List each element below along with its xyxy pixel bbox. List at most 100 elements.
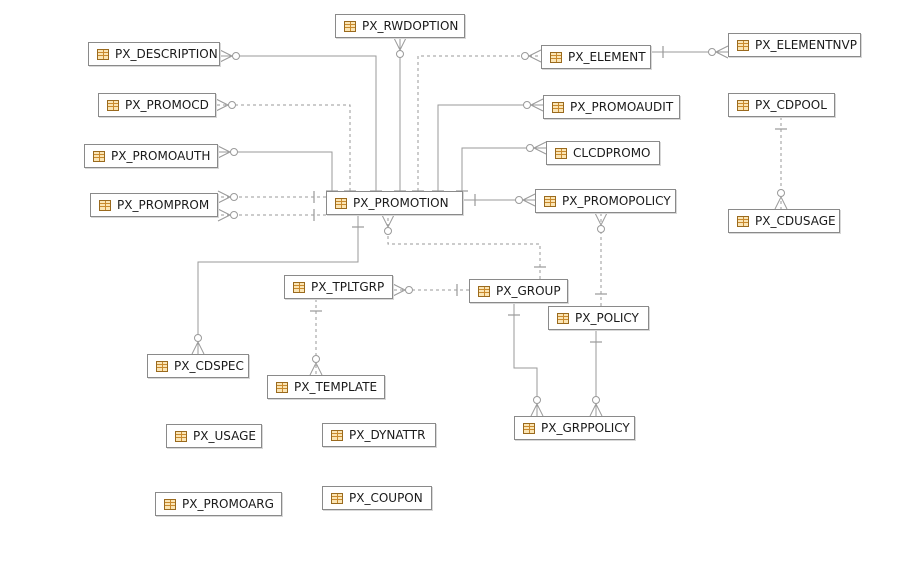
table-label: PX_TEMPLATE [294, 380, 378, 394]
cardinality-optional-circle [230, 193, 238, 201]
crows-foot-line [215, 98, 229, 106]
table-icon [99, 199, 111, 211]
table-icon [523, 422, 535, 434]
crows-foot-line [217, 151, 231, 159]
crows-foot-line [215, 104, 229, 112]
relationship-line [513, 303, 538, 416]
table-label: PX_CDPOOL [755, 98, 827, 112]
relationship-line [197, 215, 359, 354]
table-icon [557, 312, 569, 324]
cardinality-optional-circle [708, 48, 716, 56]
table-icon [344, 20, 356, 32]
table-px-promoauth[interactable]: PX_PROMOAUTH [84, 144, 218, 168]
cardinality-optional-circle [521, 52, 529, 60]
table-px-promopolicy[interactable]: PX_PROMOPOLICY [535, 189, 676, 213]
table-label: PX_CDSPEC [174, 359, 244, 373]
table-px-cdspec[interactable]: PX_CDSPEC [147, 354, 249, 378]
crows-foot-line [594, 212, 602, 226]
table-px-group[interactable]: PX_GROUP [469, 279, 568, 303]
crows-foot-line [309, 362, 317, 376]
table-px-promotion[interactable]: PX_PROMOTION [326, 191, 463, 215]
relationship-line [216, 104, 351, 203]
table-label: PX_DYNATTR [349, 428, 426, 442]
table-px-cdpool[interactable]: PX_CDPOOL [728, 93, 835, 117]
crows-foot-line [715, 45, 729, 53]
crows-foot-line [533, 141, 547, 149]
crows-foot-line [392, 289, 406, 297]
table-icon [478, 285, 490, 297]
table-label: PX_TPLTGRP [311, 280, 385, 294]
table-px-promoarg[interactable]: PX_PROMOARG [155, 492, 282, 516]
cardinality-optional-circle [515, 196, 523, 204]
table-icon [737, 215, 749, 227]
crows-foot-line [393, 37, 401, 51]
table-icon [175, 430, 187, 442]
table-px-dynattr[interactable]: PX_DYNATTR [322, 423, 436, 447]
table-px-tpltgrp[interactable]: PX_TPLTGRP [284, 275, 393, 299]
table-icon [555, 147, 567, 159]
table-icon [156, 360, 168, 372]
table-label: PX_PROMOCD [125, 98, 209, 112]
table-label: PX_PROMOPOLICY [562, 194, 671, 208]
crows-foot-line [219, 55, 233, 63]
cardinality-optional-circle [777, 189, 785, 197]
table-px-usage[interactable]: PX_USAGE [166, 424, 262, 448]
table-icon [737, 39, 749, 51]
table-px-description[interactable]: PX_DESCRIPTION [88, 42, 220, 66]
cardinality-optional-circle [597, 225, 605, 233]
cardinality-optional-circle [232, 52, 240, 60]
cardinality-optional-circle [396, 50, 404, 58]
crows-foot-line [595, 403, 603, 417]
table-px-promprom[interactable]: PX_PROMPROM [90, 193, 218, 217]
table-icon [93, 150, 105, 162]
relationship-line [437, 104, 543, 203]
table-px-grppolicy[interactable]: PX_GRPPOLICY [514, 416, 635, 440]
cardinality-optional-circle [230, 148, 238, 156]
crows-foot-line [315, 362, 323, 376]
crows-foot-line [780, 196, 788, 210]
cardinality-optional-circle [526, 144, 534, 152]
table-px-template[interactable]: PX_TEMPLATE [267, 375, 385, 399]
crows-foot-line [217, 190, 231, 198]
table-label: PX_COUPON [349, 491, 423, 505]
cardinality-optional-circle [228, 101, 236, 109]
table-px-elementnvp[interactable]: PX_ELEMENTNVP [728, 33, 861, 57]
table-clcdpromo[interactable]: CLCDPROMO [546, 141, 660, 165]
table-label: PX_DESCRIPTION [115, 47, 218, 61]
crows-foot-line [533, 147, 547, 155]
table-label: PX_PROMOAUTH [111, 149, 211, 163]
table-px-promocd[interactable]: PX_PROMOCD [98, 93, 216, 117]
table-icon [331, 429, 343, 441]
crows-foot-line [715, 51, 729, 59]
cardinality-optional-circle [312, 355, 320, 363]
table-label: PX_POLICY [575, 311, 639, 325]
table-px-promoaudit[interactable]: PX_PROMOAUDIT [543, 95, 680, 119]
table-px-policy[interactable]: PX_POLICY [548, 306, 649, 330]
relationship-line [218, 151, 333, 203]
table-label: PX_ELEMENT [568, 50, 646, 64]
table-icon [544, 195, 556, 207]
crows-foot-line [528, 55, 542, 63]
table-label: PX_GRPPOLICY [541, 421, 630, 435]
table-label: PX_PROMOAUDIT [570, 100, 674, 114]
crows-foot-line [530, 104, 544, 112]
cardinality-optional-circle [384, 227, 392, 235]
cardinality-optional-circle [194, 334, 202, 342]
table-px-coupon[interactable]: PX_COUPON [322, 486, 432, 510]
table-icon [737, 99, 749, 111]
table-icon [276, 381, 288, 393]
table-icon [550, 51, 562, 63]
cardinality-optional-circle [533, 396, 541, 404]
crows-foot-line [589, 403, 597, 417]
cardinality-optional-circle [592, 396, 600, 404]
crows-foot-line [600, 212, 608, 226]
table-px-element[interactable]: PX_ELEMENT [541, 45, 651, 69]
table-px-cdusage[interactable]: PX_CDUSAGE [728, 209, 840, 233]
crows-foot-line [219, 49, 233, 57]
crows-foot-line [217, 145, 231, 153]
table-px-rwdoption[interactable]: PX_RWDOPTION [335, 14, 465, 38]
table-label: PX_PROMOTION [353, 196, 449, 210]
crows-foot-line [191, 341, 199, 355]
crows-foot-line [522, 193, 536, 201]
